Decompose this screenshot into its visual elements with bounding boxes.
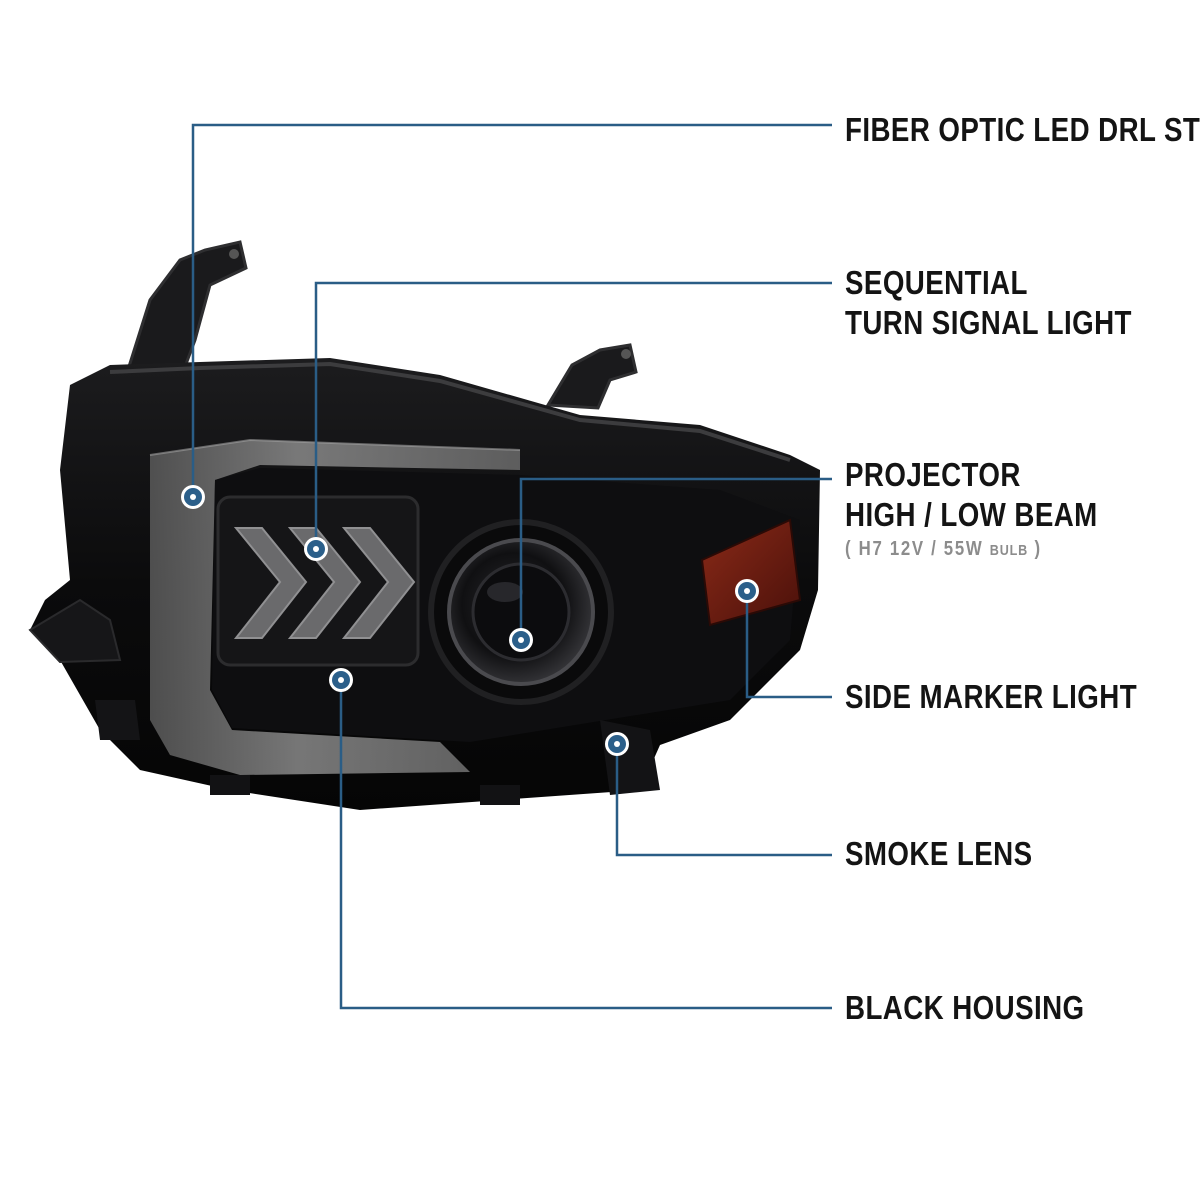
callout-dot-center xyxy=(190,494,196,500)
label-line: TURN SIGNAL LIGHT xyxy=(845,304,1132,341)
callout-dot-center xyxy=(744,588,750,594)
label-smoke-lens: SMOKE LENS xyxy=(845,834,1032,874)
label-black-housing: BLACK HOUSING xyxy=(845,988,1085,1028)
bulb-spec: ( H7 12V / 55W BULB ) xyxy=(845,537,1042,563)
spec-open: ( xyxy=(845,538,853,560)
leader-line-projector xyxy=(519,477,832,640)
spec-bulb-type: H7 xyxy=(858,538,884,560)
spec-unit: BULB xyxy=(989,542,1029,559)
label-line: SIDE MARKER LIGHT xyxy=(845,678,1138,715)
spec-rating: 12V / 55W xyxy=(889,538,984,560)
label-fiber-optic-led-drl-strip: FIBER OPTIC LED DRL STRIP xyxy=(845,110,1200,150)
label-side-marker-light: SIDE MARKER LIGHT xyxy=(845,677,1137,717)
callout-dot-center xyxy=(313,546,319,552)
label-line: SMOKE LENS xyxy=(845,835,1033,872)
leader-line-sequential xyxy=(314,281,832,549)
label-line: SEQUENTIAL xyxy=(845,264,1028,301)
callout-dot-center xyxy=(338,677,344,683)
callout-dot-center xyxy=(518,637,524,643)
label-line: BLACK HOUSING xyxy=(845,989,1085,1026)
label-line: HIGH / LOW BEAM xyxy=(845,496,1098,533)
headlight-body xyxy=(28,240,820,810)
label-sequential-turn-signal-light: SEQUENTIAL TURN SIGNAL LIGHT xyxy=(845,263,1132,343)
label-line: PROJECTOR xyxy=(845,456,1021,493)
leader-line-smoke-lens xyxy=(615,744,832,857)
callout-dot-center xyxy=(614,741,620,747)
leader-line-black-housing xyxy=(339,680,832,1010)
label-line: FIBER OPTIC LED DRL STRIP xyxy=(845,111,1200,148)
label-projector-high-low-beam: PROJECTOR HIGH / LOW BEAM xyxy=(845,455,1098,535)
leader-line-fiber-optic xyxy=(191,123,832,497)
leader-line-side-marker xyxy=(745,591,832,699)
spec-close: ) xyxy=(1034,538,1042,560)
